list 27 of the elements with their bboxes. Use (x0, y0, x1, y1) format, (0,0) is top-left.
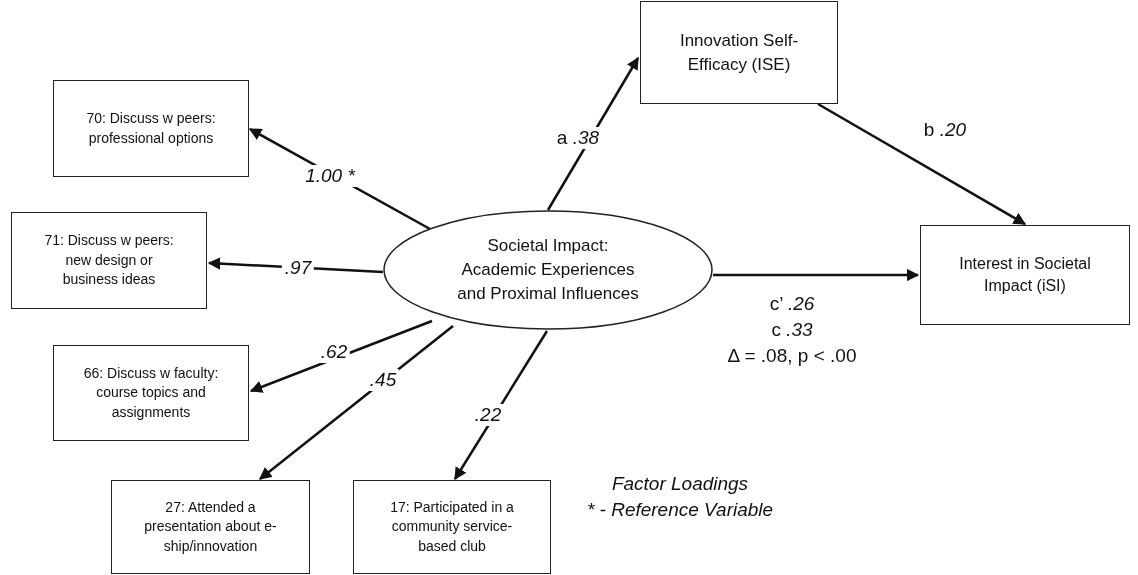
arrow (713, 268, 920, 282)
note-text: * - Reference Variable (586, 499, 774, 521)
edge-label: .45 (366, 369, 400, 391)
node-label: 70: Discuss w peers: professional options (85, 108, 217, 148)
path-coefficient: c’ .26 (769, 293, 815, 315)
variable-box (11, 212, 207, 309)
variable-box (640, 1, 838, 104)
variable-box (353, 480, 551, 574)
edge-label: 1.00 * (302, 165, 358, 187)
node-label: Innovation Self-Efficacy (ISE) (678, 29, 800, 76)
arrow (453, 330, 549, 481)
node-label: Interest in Societal Impact (iSI) (958, 253, 1092, 296)
node-label: 71: Discuss w peers: new design or business ideas (43, 231, 175, 290)
path-coefficient: c .33 (771, 319, 813, 341)
variable-box (920, 225, 1130, 325)
arrow (817, 102, 1027, 226)
arrow (249, 319, 433, 393)
variable-box (53, 80, 249, 177)
node-label: 66: Discuss w faculty: course topics and assignments (82, 363, 220, 422)
node-label: 17: Participated in a community service-based club (389, 497, 515, 556)
node-label: Societal Impact: Academic Experiences and Proximal Influences (456, 235, 640, 305)
path-coefficient: Δ = .08, p < .00 (727, 345, 857, 367)
node-label: 27: Attended a presentation about e-ship/innovation (143, 497, 278, 556)
note-text: Factor Loadings (611, 473, 749, 495)
latent-factor-ellipse (383, 210, 713, 330)
variable-box (53, 345, 249, 441)
variable-box (111, 480, 310, 574)
